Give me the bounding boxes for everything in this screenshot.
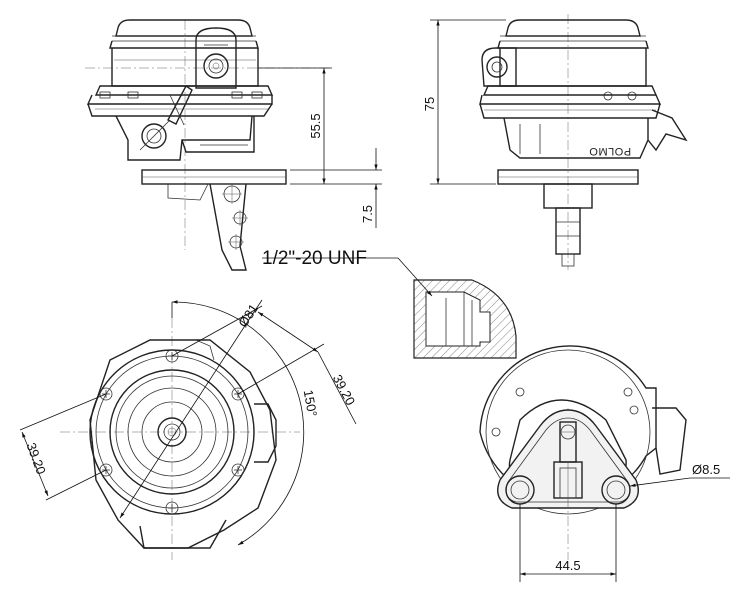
bottom-view: Ø8.5 44.5 bbox=[479, 345, 730, 582]
side-view: POLMO 75 bbox=[422, 14, 688, 270]
dim-angle: 150° bbox=[301, 389, 320, 418]
dim-bolt-spacing-right: 39.20 bbox=[330, 372, 359, 408]
thread-callout: 1/2"-20 UNF bbox=[262, 248, 367, 269]
dim-height-flange: 7.5 bbox=[360, 205, 375, 223]
dim-total-height: 75 bbox=[422, 97, 437, 111]
dim-bolt-spacing-left: 39.20 bbox=[24, 441, 49, 477]
thread-detail: 1/2"-20 UNF bbox=[262, 248, 517, 359]
brand-label: POLMO bbox=[589, 145, 631, 157]
top-view: Ø81 150° 39.20 39.20 bbox=[19, 299, 359, 560]
dim-hole-spacing: 44.5 bbox=[555, 558, 580, 573]
dim-height-main: 55.5 bbox=[308, 113, 323, 138]
dim-hole-diameter: Ø8.5 bbox=[692, 462, 720, 477]
front-view: 55.5 7.5 bbox=[85, 19, 382, 271]
